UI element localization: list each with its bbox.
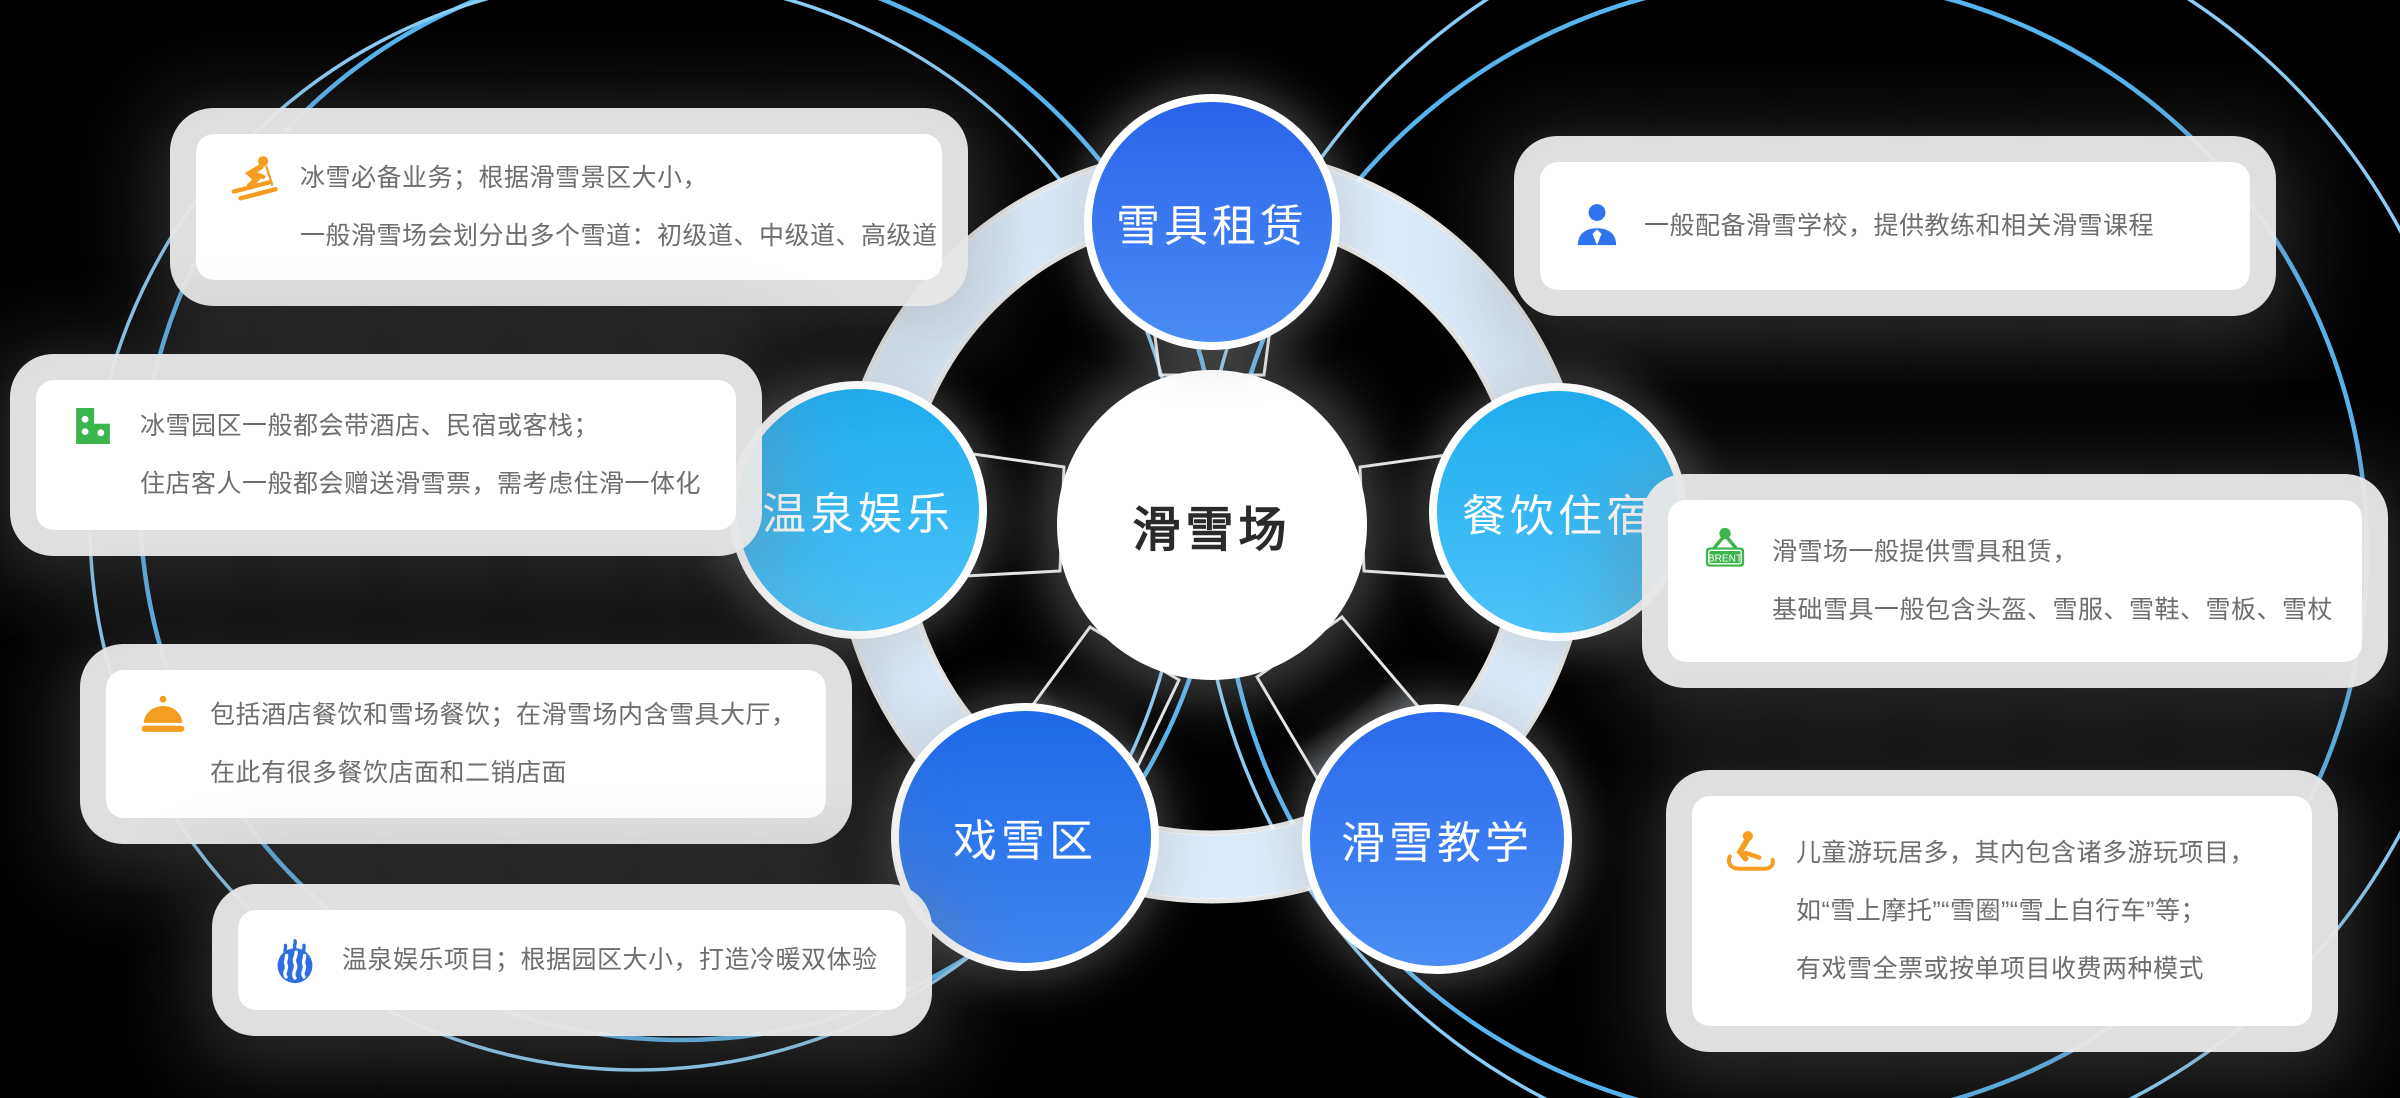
node-snow-play-area: 戏雪区	[891, 703, 1159, 971]
node-equipment-rental: 雪具租赁	[1084, 94, 1340, 350]
node-label: 餐饮住宿	[1462, 492, 1654, 541]
food-cloche-icon	[136, 688, 190, 742]
card-line: 包括酒店餐饮和雪场餐饮；在滑雪场内含雪具大厅，	[210, 701, 797, 729]
rent-sign-icon: BRENT	[1698, 525, 1752, 579]
node-label: 滑雪教学	[1341, 819, 1533, 868]
skier-icon	[226, 151, 280, 205]
card-ski-school: 一般配备滑雪学校，提供教练和相关滑雪课程	[1540, 162, 2250, 290]
card-text: 一般配备滑雪学校，提供教练和相关滑雪课程	[1644, 162, 2154, 290]
card-line: 如“雪上摩托”“雪圈”“雪上自行车”等；	[1796, 897, 2206, 925]
node-label: 温泉娱乐	[762, 490, 954, 539]
card-line: 冰雪园区一般都会带酒店、民宿或客栈；	[140, 412, 600, 440]
card-line: 一般配备滑雪学校，提供教练和相关滑雪课程	[1644, 212, 2155, 240]
card-line: 住店客人一般都会赠送滑雪票，需考虑住滑一体化	[140, 470, 702, 498]
card-line: 温泉娱乐项目；根据园区大小，打造冷暖双体验	[342, 946, 878, 974]
card-line: 基础雪具一般包含头盔、雪服、雪鞋、雪板、雪杖	[1772, 596, 2334, 624]
card-line: 在此有很多餐饮店面和二销店面	[210, 759, 568, 787]
sled-icon	[1722, 826, 1776, 880]
node-label: 戏雪区	[953, 817, 1097, 866]
card-text: 包括酒店餐饮和雪场餐饮；在滑雪场内含雪具大厅， 在此有很多餐饮店面和二销店面	[210, 670, 797, 818]
node-dining-lodging: 餐饮住宿	[1429, 383, 1687, 641]
hot-spring-icon	[268, 933, 322, 987]
card-hot-spring: 温泉娱乐项目；根据园区大小，打造冷暖双体验	[238, 910, 906, 1010]
rent-sign-label: BRENT	[1708, 554, 1742, 565]
hotel-building-icon	[66, 399, 120, 453]
node-ski-teaching: 滑雪教学	[1302, 704, 1572, 974]
card-line: 儿童游玩居多，其内包含诸多游玩项目，	[1796, 839, 2256, 867]
card-dining: 包括酒店餐饮和雪场餐饮；在滑雪场内含雪具大厅， 在此有很多餐饮店面和二销店面	[106, 670, 826, 818]
node-label: 雪具租赁	[1116, 202, 1308, 251]
card-equipment-rental: BRENT 滑雪场一般提供雪具租赁， 基础雪具一般包含头盔、雪服、雪鞋、雪板、雪…	[1668, 500, 2362, 662]
card-line: 滑雪场一般提供雪具租赁，	[1772, 538, 2079, 566]
card-ski-runs: 冰雪必备业务；根据滑雪景区大小， 一般滑雪场会划分出多个雪道：初级道、中级道、高…	[196, 134, 942, 280]
card-text: 滑雪场一般提供雪具租赁， 基础雪具一般包含头盔、雪服、雪鞋、雪板、雪杖	[1772, 500, 2333, 662]
card-line: 一般滑雪场会划分出多个雪道：初级道、中级道、高级道	[300, 222, 938, 250]
card-text: 温泉娱乐项目；根据园区大小，打造冷暖双体验	[342, 910, 878, 1010]
instructor-icon	[1570, 199, 1624, 253]
card-text: 儿童游玩居多，其内包含诸多游玩项目， 如“雪上摩托”“雪圈”“雪上自行车”等； …	[1796, 796, 2255, 1026]
card-text: 冰雪必备业务；根据滑雪景区大小， 一般滑雪场会划分出多个雪道：初级道、中级道、高…	[300, 134, 938, 280]
center-node-label: 滑雪场	[1132, 504, 1292, 557]
card-hotels: 冰雪园区一般都会带酒店、民宿或客栈； 住店客人一般都会赠送滑雪票，需考虑住滑一体…	[36, 380, 736, 530]
center-node: 滑雪场	[1057, 370, 1367, 680]
node-hot-spring: 温泉娱乐	[729, 381, 987, 639]
card-line: 冰雪必备业务；根据滑雪景区大小，	[300, 164, 709, 192]
card-text: 冰雪园区一般都会带酒店、民宿或客栈； 住店客人一般都会赠送滑雪票，需考虑住滑一体…	[140, 380, 701, 530]
card-snow-play: 儿童游玩居多，其内包含诸多游玩项目， 如“雪上摩托”“雪圈”“雪上自行车”等； …	[1692, 796, 2312, 1026]
card-line: 有戏雪全票或按单项目收费两种模式	[1796, 955, 2205, 983]
